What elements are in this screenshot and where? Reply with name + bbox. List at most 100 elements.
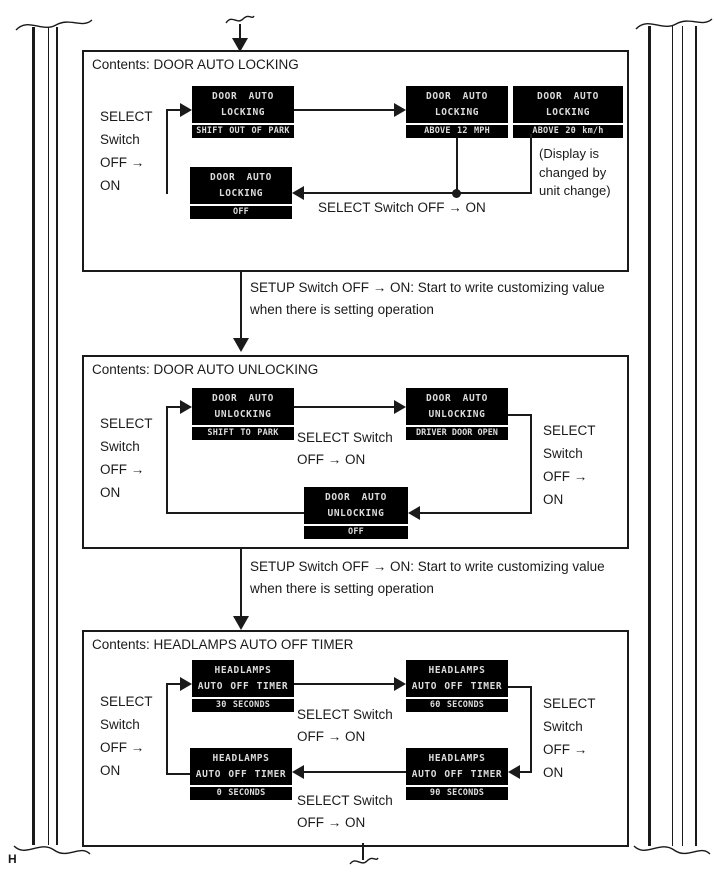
label-line: Switch [100, 439, 140, 454]
arrowhead-down [233, 338, 249, 352]
lcd-display-60-seconds: HEADLAMPS AUTO OFF TIMER 60 SECONDS [406, 660, 508, 712]
flow-line [166, 109, 168, 194]
lcd-line: UNLOCKING [327, 508, 385, 519]
lcd-screen: DOOR AUTO LOCKING [513, 86, 623, 123]
arrowhead-left [292, 186, 304, 200]
flow-line [304, 192, 532, 194]
setup-note: SETUP Switch OFF → ON: Start to write cu… [250, 277, 605, 321]
section-title: Contents: DOOR AUTO UNLOCKING [92, 362, 319, 377]
note-line: unit change) [539, 183, 611, 198]
flow-line [239, 24, 241, 39]
setup-note-line: SETUP Switch OFF → ON: Start to write cu… [250, 280, 605, 295]
lcd-value: DRIVER DOOR OPEN [406, 427, 508, 440]
arrowhead-down [233, 616, 249, 630]
label-line: OFF → ON [297, 815, 366, 830]
select-switch-label: SELECT Switch OFF → ON [297, 704, 393, 748]
label-line: SELECT [543, 423, 596, 438]
lcd-screen: HEADLAMPS AUTO OFF TIMER [192, 660, 294, 697]
label-line: OFF → [543, 469, 588, 484]
lcd-display-90-seconds: HEADLAMPS AUTO OFF TIMER 90 SECONDS [406, 748, 508, 800]
flow-line [294, 683, 394, 685]
label-line: Switch [100, 717, 140, 732]
arrowhead-right [180, 677, 192, 691]
lcd-value: ABOVE 20 km/h [513, 125, 623, 138]
edge-wave-bottom [13, 845, 91, 855]
edge-line [672, 26, 673, 846]
lcd-line: UNLOCKING [214, 409, 272, 420]
flow-line [240, 270, 242, 338]
lcd-line: LOCKING [434, 107, 480, 118]
break-symbol [349, 857, 379, 865]
lcd-display-driver-door-open: DOOR AUTO UNLOCKING DRIVER DOOR OPEN [406, 388, 508, 440]
label-line: ON [543, 765, 564, 780]
label-line: SELECT [100, 416, 153, 431]
arrowhead-right [180, 103, 192, 117]
lcd-value: ABOVE 12 MPH [406, 125, 508, 138]
lcd-screen: DOOR AUTO LOCKING [406, 86, 508, 123]
label-line: ON [543, 492, 564, 507]
select-switch-label: SELECT Switch OFF → ON [100, 105, 153, 197]
lcd-value: OFF [304, 526, 408, 539]
edge-wave-top [15, 19, 93, 31]
lcd-line: AUTO OFF TIMER [197, 681, 289, 692]
flow-line [166, 109, 182, 111]
flow-line [530, 134, 532, 194]
label-line: Switch [543, 446, 583, 461]
flow-line [530, 414, 532, 514]
arrowhead-down [232, 38, 248, 52]
lcd-line: HEADLAMPS [428, 665, 486, 676]
flow-line [304, 771, 406, 773]
lcd-line: HEADLAMPS [428, 753, 486, 764]
select-switch-label: SELECT Switch OFF → ON [100, 690, 153, 782]
select-switch-label: SELECT Switch OFF → ON [297, 427, 393, 471]
edge-line [56, 27, 58, 845]
edge-line [48, 27, 49, 845]
lcd-screen: DOOR AUTO LOCKING [190, 167, 292, 204]
lcd-line: AUTO OFF TIMER [195, 769, 287, 780]
lcd-screen: DOOR AUTO UNLOCKING [406, 388, 508, 425]
section-title: Contents: DOOR AUTO LOCKING [92, 57, 299, 72]
page-corner-label: H [8, 852, 17, 866]
lcd-screen: HEADLAMPS AUTO OFF TIMER [190, 748, 292, 785]
arrowhead-right [394, 103, 406, 117]
lcd-value: 30 SECONDS [192, 699, 294, 712]
flow-line [508, 686, 532, 688]
lcd-screen: HEADLAMPS AUTO OFF TIMER [406, 748, 508, 785]
lcd-screen: DOOR AUTO UNLOCKING [304, 487, 408, 524]
flow-line [240, 547, 242, 617]
lcd-value: SHIFT OUT OF PARK [192, 125, 294, 138]
label-line: SELECT Switch [297, 430, 393, 445]
lcd-display-unlocking-off: DOOR AUTO UNLOCKING OFF [304, 487, 408, 539]
lcd-display-locking-off: DOOR AUTO LOCKING OFF [190, 167, 292, 219]
edge-line [682, 26, 683, 846]
label-line: OFF → [100, 462, 145, 477]
edge-wave-top [635, 18, 713, 30]
label-line: OFF → ON [297, 729, 366, 744]
label-line: SELECT Switch [297, 793, 393, 808]
flow-line [294, 406, 394, 408]
edge-line [695, 26, 697, 846]
lcd-screen: DOOR AUTO UNLOCKING [192, 388, 294, 425]
arrowhead-left [292, 765, 304, 779]
flow-line [508, 414, 532, 416]
lcd-value: 0 SECONDS [190, 787, 292, 800]
flow-line [166, 406, 182, 408]
label-line: SELECT [100, 694, 153, 709]
flow-line [166, 683, 182, 685]
lcd-line: DOOR AUTO [426, 91, 488, 102]
label-line: OFF → ON [297, 452, 366, 467]
label-line: OFF → [543, 742, 588, 757]
label-line: OFF → [100, 740, 145, 755]
select-switch-label: SELECT Switch OFF → ON [543, 692, 596, 784]
label-line: Switch [543, 719, 583, 734]
flow-line [420, 512, 532, 514]
flow-line [456, 138, 458, 194]
lcd-display-above-12-mph: DOOR AUTO LOCKING ABOVE 12 MPH [406, 86, 508, 138]
flow-line [520, 771, 532, 773]
label-line: SELECT [543, 696, 596, 711]
lcd-screen: HEADLAMPS AUTO OFF TIMER [406, 660, 508, 697]
lcd-line: LOCKING [220, 107, 266, 118]
lcd-display-30-seconds: HEADLAMPS AUTO OFF TIMER 30 SECONDS [192, 660, 294, 712]
label-line: OFF → [100, 155, 145, 170]
label-line: ON [100, 485, 121, 500]
